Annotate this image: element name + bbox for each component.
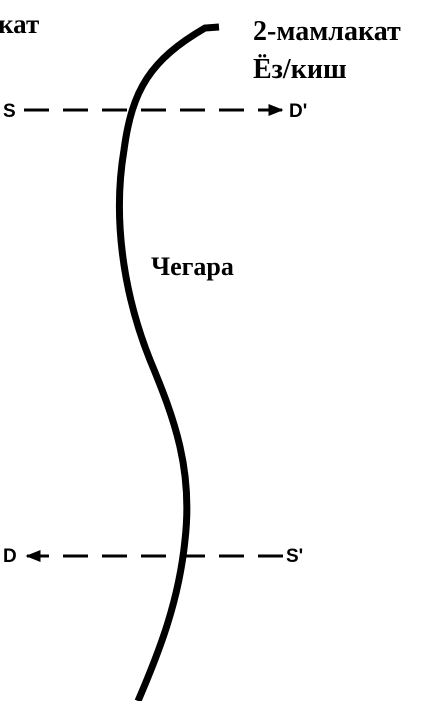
border-label: Чегара — [151, 252, 234, 281]
bottom-flow-start-label: S' — [286, 546, 303, 567]
top-flow-end-label: D' — [289, 101, 307, 122]
country-right-label: 2-мамлакат — [253, 16, 401, 47]
season-right-label: Ёз/киш — [253, 54, 347, 85]
border-line — [115, 23, 220, 701]
bottom-flow-end-label: D — [3, 546, 17, 567]
country-left-label: кат — [0, 9, 39, 39]
top-flow-start-label: S — [3, 101, 16, 122]
